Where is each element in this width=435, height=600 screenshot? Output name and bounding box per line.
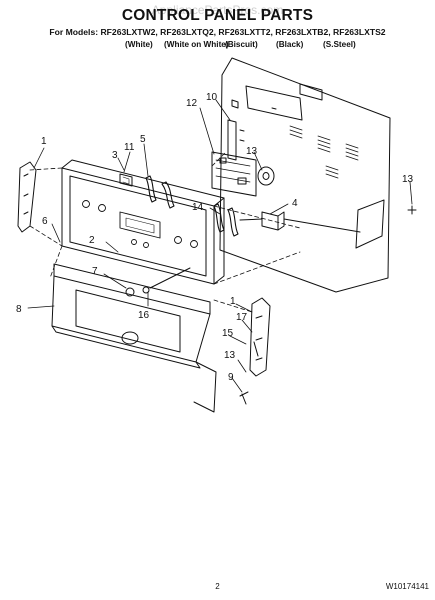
small-clip xyxy=(119,173,133,187)
mounting-bracket xyxy=(227,119,237,161)
fastener-knob xyxy=(257,166,275,186)
callout-11: 11 xyxy=(124,142,135,153)
page-number: 2 xyxy=(215,582,220,591)
finish-list: (White) (White on White) (Biscuit) (Blac… xyxy=(0,40,435,52)
finish-label: (S.Steel) xyxy=(323,40,356,49)
callout-14: 14 xyxy=(192,202,204,213)
callout-9: 9 xyxy=(228,372,234,383)
callout-12: 12 xyxy=(186,98,198,109)
watermark: AppliancePartsPros.com xyxy=(151,3,284,17)
rear-control-panel xyxy=(219,57,391,293)
end-cap-left xyxy=(17,161,37,233)
finish-label: (White) xyxy=(125,40,153,49)
callout-1-left: 1 xyxy=(41,136,47,147)
callout-13-upper: 13 xyxy=(246,146,258,157)
callout-13-right: 13 xyxy=(402,174,414,185)
callout-16: 16 xyxy=(138,310,150,321)
control-panel-face xyxy=(61,159,225,285)
page-title: CONTROL PANEL PARTS xyxy=(121,7,314,24)
finish-label: (Black) xyxy=(276,40,304,49)
lower-front-panel xyxy=(51,263,217,413)
finish-label: (Biscuit) xyxy=(225,40,258,49)
callout-3: 3 xyxy=(112,150,118,161)
wire-straps xyxy=(145,175,239,237)
end-cap-right xyxy=(249,297,271,377)
callout-2: 2 xyxy=(89,235,95,246)
callout-labels: 1 1 2 3 4 5 6 7 8 9 10 11 12 13 13 13 14… xyxy=(16,92,414,383)
rotary-switch xyxy=(239,211,361,233)
models-line: For Models: RF263LXTW2, RF263LXTQ2, RF26… xyxy=(49,27,386,37)
callout-1-right: 1 xyxy=(230,296,236,307)
callout-13-lower: 13 xyxy=(224,350,236,361)
electronic-control-board xyxy=(211,151,257,197)
callout-8: 8 xyxy=(16,304,22,315)
leader-lines xyxy=(27,99,413,393)
callout-15: 15 xyxy=(222,328,234,339)
callout-6: 6 xyxy=(42,216,48,227)
callout-5: 5 xyxy=(140,134,146,145)
document-number: W10174141 xyxy=(385,582,429,591)
screws xyxy=(125,205,417,405)
callout-7: 7 xyxy=(92,266,98,277)
assembly-lines xyxy=(29,151,301,313)
callout-17: 17 xyxy=(236,312,248,323)
finish-label: (White on White) xyxy=(164,40,229,49)
callout-4: 4 xyxy=(292,198,298,209)
callout-10: 10 xyxy=(206,92,218,103)
